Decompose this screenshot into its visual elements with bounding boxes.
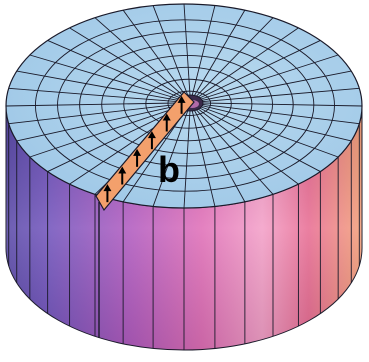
label-b: b	[158, 149, 180, 190]
